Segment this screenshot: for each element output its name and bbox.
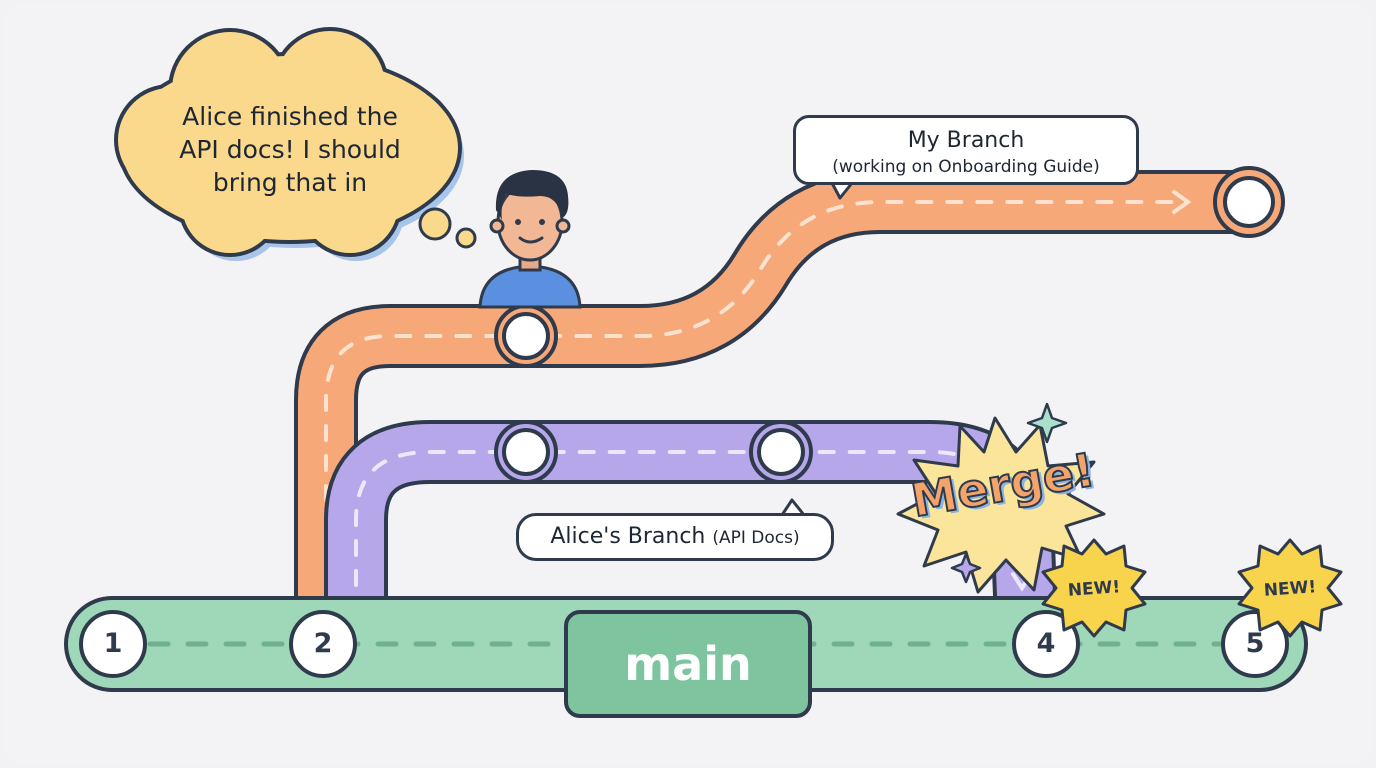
alice-label-pointer (780, 498, 806, 516)
merge-starburst (896, 402, 1106, 594)
my-branch-label-pointer (830, 182, 854, 200)
my-branch-commit-node (502, 312, 550, 360)
my-branch-label: My Branch (working on Onboarding Guide) (793, 115, 1139, 185)
new-badge-1-text: NEW! (1067, 577, 1121, 601)
commit-number-4: 4 (1036, 628, 1056, 659)
commit-number-1: 1 (103, 628, 123, 659)
main-branch-label: main (624, 637, 752, 691)
alice-branch-label: Alice's Branch (API Docs) (516, 513, 834, 561)
main-commits (79, 610, 1289, 678)
commit-1-node (79, 610, 147, 678)
alice-commit-node-1 (502, 428, 550, 476)
thought-line-1: Alice finished the (182, 102, 398, 131)
developer-avatar-icon (478, 170, 582, 309)
new-badge-2-text: NEW! (1263, 577, 1317, 601)
my-branch-head-node (1223, 176, 1275, 228)
thought-bubble-text: Alice finished the API docs! I should br… (150, 100, 430, 199)
alice-commit-node-2 (757, 428, 805, 476)
my-branch-title: My Branch (907, 128, 1025, 153)
sparkle-icon (1026, 402, 1068, 444)
main-label-box (564, 610, 812, 718)
commit-5-node (1221, 610, 1289, 678)
thought-cloud (114, 27, 477, 261)
sparkle-icon-small (950, 552, 982, 584)
thought-line-2: API docs! I should (179, 135, 401, 164)
commit-4-node (1012, 610, 1080, 678)
commit-2-node (289, 610, 357, 678)
my-branch-subtitle: (working on Onboarding Guide) (832, 157, 1100, 177)
new-badge-1 (1041, 538, 1147, 638)
thought-line-3: bring that in (212, 168, 368, 197)
new-badge-2 (1237, 538, 1343, 638)
commit-number-5: 5 (1245, 628, 1265, 659)
alice-branch-title: Alice's Branch (550, 524, 706, 549)
alice-branch-subtitle: (API Docs) (712, 528, 800, 548)
commit-number-2: 2 (313, 628, 333, 659)
my-branch-track (294, 170, 1282, 672)
